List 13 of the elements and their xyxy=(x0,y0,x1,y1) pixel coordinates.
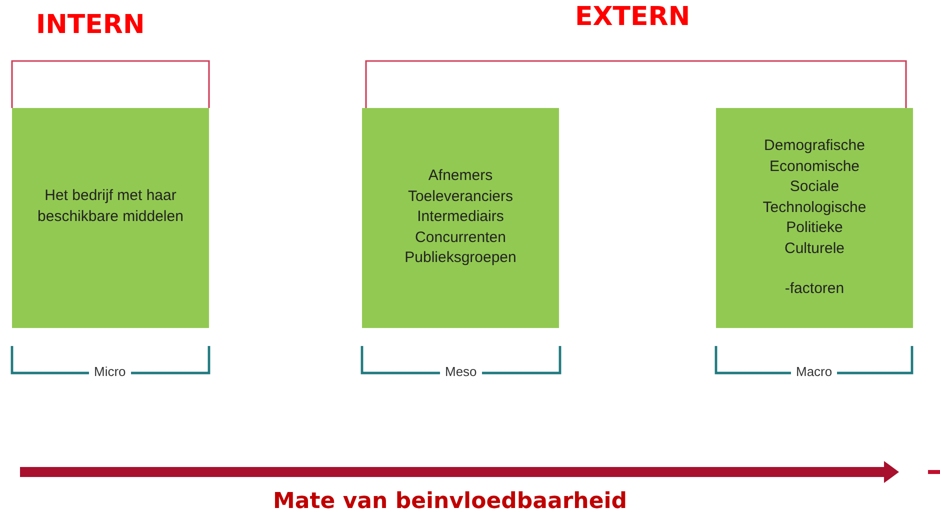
level-label: Micro xyxy=(89,364,131,379)
axis-caption: Mate van beinvloedbaarheid xyxy=(273,489,628,514)
box-text: Demografische Economische Sociale Technologische Politieke Culturele xyxy=(762,136,866,258)
box-text: Afnemers Toeleveranciers Intermediairs Concurrenten Publieksgroepen xyxy=(404,166,516,268)
factor-box xyxy=(12,108,209,328)
suffix-text: -factoren xyxy=(784,279,844,299)
factor-box xyxy=(362,108,559,328)
level-label: Macro xyxy=(791,364,838,379)
level-label: Meso xyxy=(440,364,482,379)
box-text: Het bedrijf met haar beschikbare middelen xyxy=(36,186,184,226)
factor-box xyxy=(716,108,913,328)
section-heading: INTERN xyxy=(36,10,145,40)
section-heading: EXTERN xyxy=(575,2,690,32)
